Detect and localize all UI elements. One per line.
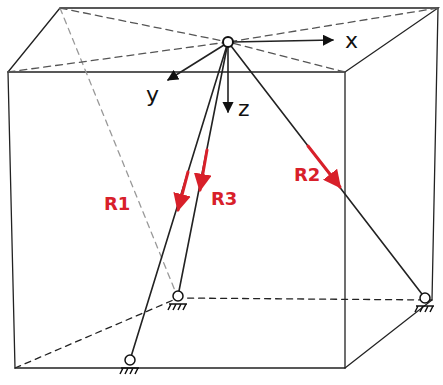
force-arrow-3 xyxy=(200,150,207,190)
top-diagonals xyxy=(8,8,438,72)
bar-3 xyxy=(178,42,228,296)
force-label: R1 xyxy=(104,195,130,213)
joint xyxy=(223,37,233,47)
support-hatch xyxy=(120,368,139,374)
cube-front-face xyxy=(8,72,345,368)
support-2 xyxy=(420,293,430,303)
axis-label: x xyxy=(345,30,358,52)
axis-label: z xyxy=(238,98,250,120)
cube-right-edges xyxy=(345,8,438,368)
z-axis xyxy=(227,47,229,112)
y-axis xyxy=(168,45,224,80)
force-label: R2 xyxy=(294,166,320,184)
bar-2 xyxy=(228,42,425,298)
axis-label: y xyxy=(146,84,159,106)
supports xyxy=(120,291,434,374)
force-label: R3 xyxy=(211,190,237,208)
support-hatch xyxy=(168,304,187,310)
support-1 xyxy=(125,355,135,365)
cube-hidden-edges xyxy=(15,298,432,368)
cube-hidden-edge xyxy=(60,8,178,298)
support-3 xyxy=(173,291,183,301)
x-axis xyxy=(232,40,333,42)
support-hatch xyxy=(415,306,434,312)
force-arrow-1 xyxy=(178,172,188,210)
